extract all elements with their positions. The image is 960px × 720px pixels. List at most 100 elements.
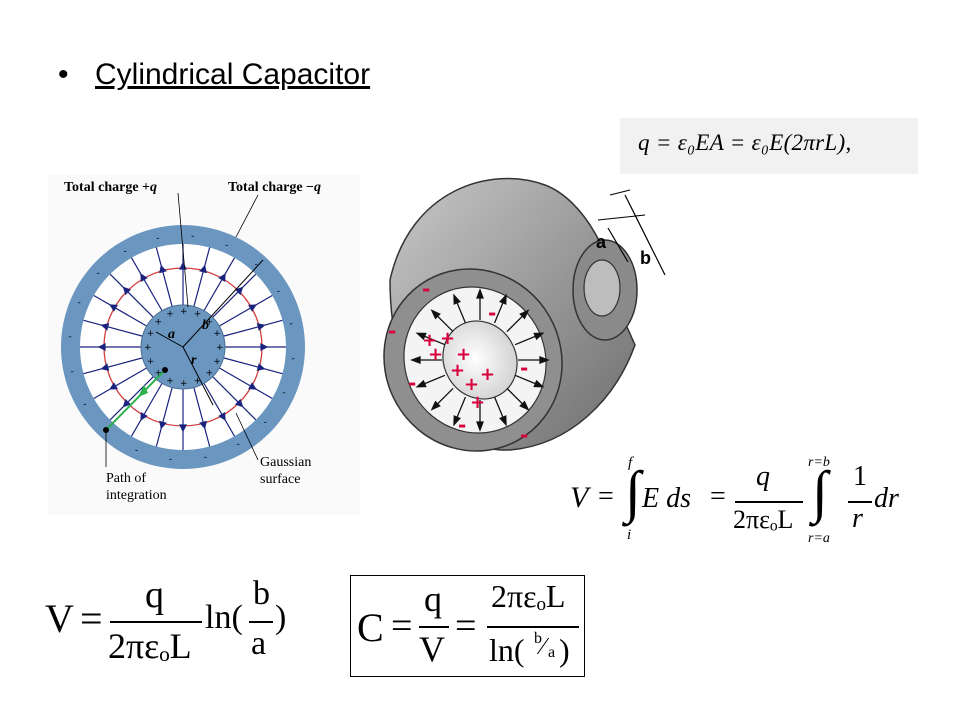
minus-charge: - [124, 246, 127, 256]
path-start-dot [162, 367, 168, 373]
field-arrowhead [199, 420, 207, 430]
minus-charge: - [204, 452, 207, 462]
radius-b-line [182, 259, 264, 348]
cylinder-minus-charge: - [488, 301, 496, 325]
integral-lower-1: i [627, 527, 632, 543]
minus-charge: - [83, 399, 86, 409]
v-result-ba-bar [249, 621, 273, 623]
minus-charge: - [289, 319, 292, 329]
v-result-lhs: V [45, 596, 74, 641]
label-a: a [168, 327, 175, 342]
cylinder-plus-charge: + [480, 364, 495, 385]
field-line [223, 357, 283, 375]
inner-plus-charges: ++++++++++++++++ [144, 307, 224, 389]
cylinder-field-arrowhead [533, 332, 545, 341]
minus-charge: - [277, 287, 280, 297]
cylinder-minus-charge: - [458, 413, 466, 437]
integral-lower-2: r=a [808, 531, 830, 546]
integration-path [105, 369, 166, 431]
cylinder-plus-charge: + [450, 360, 465, 381]
field-arrowhead [260, 343, 269, 351]
v-result-fraction-bar [110, 621, 202, 623]
minus-charge: - [291, 354, 294, 364]
path-end-dot [103, 427, 109, 433]
cylinder-field-arrowhead [415, 379, 427, 388]
field-line [93, 367, 147, 400]
bullet: • [58, 58, 69, 91]
field-arrowhead [234, 286, 244, 296]
v-result-numerator: q [145, 574, 164, 616]
label-gaussian-line1: Gaussian [260, 455, 312, 470]
integration-path-arrow [138, 385, 148, 397]
field-arrowhead [100, 363, 110, 371]
cylinder-field-arrowhead [539, 356, 550, 364]
integral-sign-2: ∫ [812, 459, 828, 524]
dimension-b-arrow [624, 194, 666, 276]
minus-charge: - [191, 232, 194, 242]
field-line [219, 367, 273, 400]
pointer-minus-label [235, 194, 259, 238]
c-result-eq1: = [391, 605, 413, 647]
back-cap-inner [583, 259, 621, 317]
field-line [219, 294, 273, 327]
field-line [109, 273, 154, 318]
plus-charge: + [205, 368, 213, 378]
plus-charge: + [180, 307, 188, 317]
label-path-line2: integration [106, 488, 167, 503]
pointer-gauss-label [235, 412, 259, 461]
minus-charge: - [135, 446, 138, 456]
minus-charge: - [236, 440, 239, 450]
cylinder-plus-charge: + [464, 374, 479, 395]
fraction-bar-2 [848, 501, 872, 503]
integral-sign-1: ∫ [625, 459, 641, 524]
cylinder-label-a: a [596, 232, 607, 252]
field-arrowhead [179, 424, 187, 433]
label-total-charge-plus: Total charge +q [64, 180, 158, 195]
c-result-eq2: = [455, 605, 477, 647]
gauss-formula: q = ε₀EA = ε₀E(2πrL), [638, 130, 852, 155]
field-arrowhead [199, 264, 207, 274]
outer-minus-charges: -------------------- [69, 232, 295, 465]
minus-charge: - [69, 332, 72, 342]
cylinder-minus-charge: - [520, 356, 528, 380]
fraction2-denominator: r [852, 503, 863, 534]
cylinder-plus-charge: + [428, 344, 443, 365]
inner-cylinder-face [442, 320, 518, 400]
cylinder-field-arrowhead [430, 400, 441, 411]
label-path-line1: Path of [106, 471, 147, 486]
radius-a-line [155, 331, 184, 348]
integral-eq2: = [710, 481, 726, 512]
v-result-ln: ln( [205, 599, 243, 636]
v-result-formula: V = q 2πεₒL ln( b a ) [45, 574, 305, 675]
c-result-lhs: C [357, 605, 384, 650]
c-result-den2-slash: ⁄ [541, 634, 546, 660]
minus-charge: - [96, 268, 99, 278]
cylinder-field-arrowhead [453, 293, 461, 305]
cylinder-field-arrows [410, 288, 550, 432]
v-result-denominator: 2πεₒL [108, 626, 192, 666]
field-line [212, 273, 257, 318]
field-line [83, 319, 143, 337]
cross-section-svg: ++++++++++++++++ -------------------- [61, 192, 305, 469]
field-arrowhead [256, 323, 266, 331]
minus-charge: - [225, 240, 228, 250]
cylinder-minus-charge: - [408, 371, 416, 395]
field-arrowhead [248, 304, 257, 312]
label-total-charge-minus: Total charge −q [228, 180, 322, 195]
field-line [83, 357, 143, 375]
cylinder-minus-charge: - [520, 423, 528, 447]
minus-charge: - [71, 367, 74, 377]
fraction2-numerator: 1 [853, 461, 867, 492]
plus-charge: + [213, 329, 221, 339]
plus-charge: + [213, 357, 221, 367]
field-line [212, 376, 257, 421]
label-b: b [202, 318, 209, 333]
field-arrowhead [122, 286, 132, 296]
c-result-bar1 [419, 626, 449, 628]
cylinder-plus-charge: + [440, 328, 455, 349]
fraction-numerator-q: q [756, 461, 770, 492]
minus-charge: - [264, 418, 267, 428]
slide-title: Cylindrical Capacitor [95, 58, 371, 91]
cylinder-charges: ++++++++------- [388, 277, 528, 447]
plus-charge: + [205, 318, 213, 328]
